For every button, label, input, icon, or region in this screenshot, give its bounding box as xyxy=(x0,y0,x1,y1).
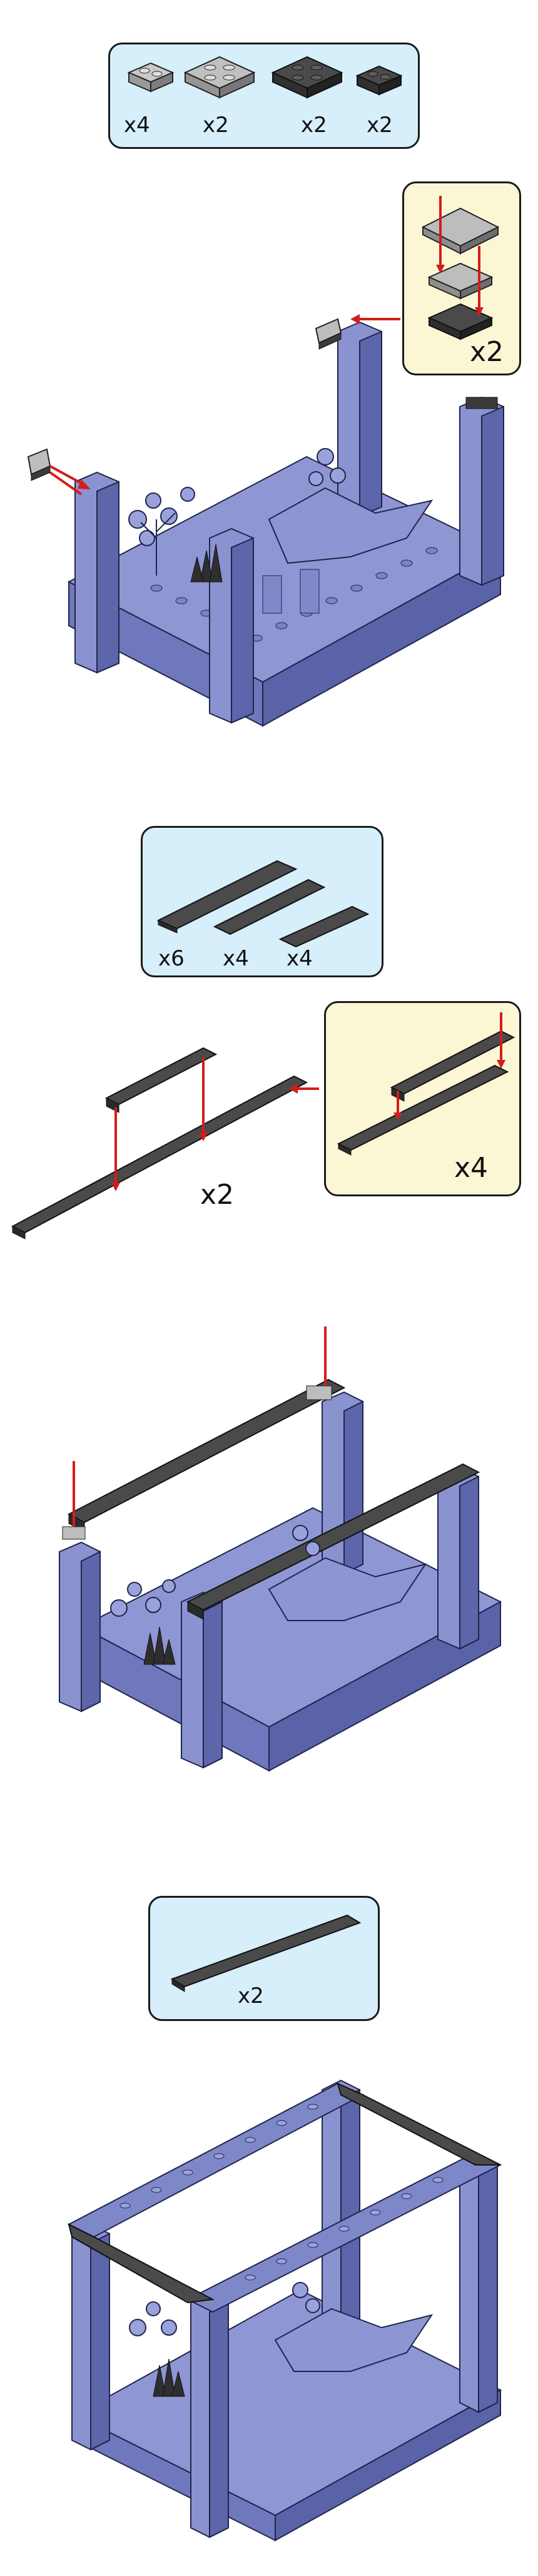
build-multiplier: x2 xyxy=(200,1179,235,1211)
dark-gray-plate-2x2-icon xyxy=(271,56,343,99)
parts-panel-step2: x6 x4 x4 xyxy=(141,826,383,977)
aquarium-model-step1 xyxy=(27,314,504,727)
subassembly-multiplier: x2 xyxy=(470,336,504,368)
dark-gray-plate-1x10-icon xyxy=(156,860,298,934)
parts-panel-step4: x2 xyxy=(148,1896,380,2021)
subassembly-multiplier: x4 xyxy=(454,1152,489,1184)
dark-gray-beam-1x16-icon xyxy=(170,1914,362,1992)
beam-assembly-step2 xyxy=(11,1047,319,1240)
part-count-label: x4 xyxy=(223,946,249,971)
beam-stack-subassembly-icon xyxy=(337,1012,515,1156)
aquarium-model-step3 xyxy=(59,1326,502,1772)
part-count-label: x2 xyxy=(238,1983,264,2008)
light-gray-plate-1x2-icon xyxy=(127,62,175,93)
part-count-label: x2 xyxy=(301,113,327,138)
aquarium-model-step4 xyxy=(67,2079,502,2542)
dark-gray-plate-1x8-icon xyxy=(213,878,326,935)
part-count-label: x2 xyxy=(367,113,393,138)
parts-panel-step1: x4 x2 x2 x2 xyxy=(108,43,420,149)
dark-gray-plate-1x2-icon xyxy=(355,65,403,96)
light-gray-plate-2x2-icon xyxy=(183,56,256,99)
part-count-label: x2 xyxy=(203,113,229,138)
subassembly-callout-step2: x4 xyxy=(324,1001,521,1196)
plate-stack-subassembly-icon xyxy=(421,196,500,340)
subassembly-callout-step1: x2 xyxy=(402,181,521,375)
part-count-label: x6 xyxy=(158,946,185,971)
dark-gray-plate-1x6-icon xyxy=(278,905,370,948)
part-count-label: x4 xyxy=(287,946,313,971)
part-count-label: x4 xyxy=(124,113,150,138)
